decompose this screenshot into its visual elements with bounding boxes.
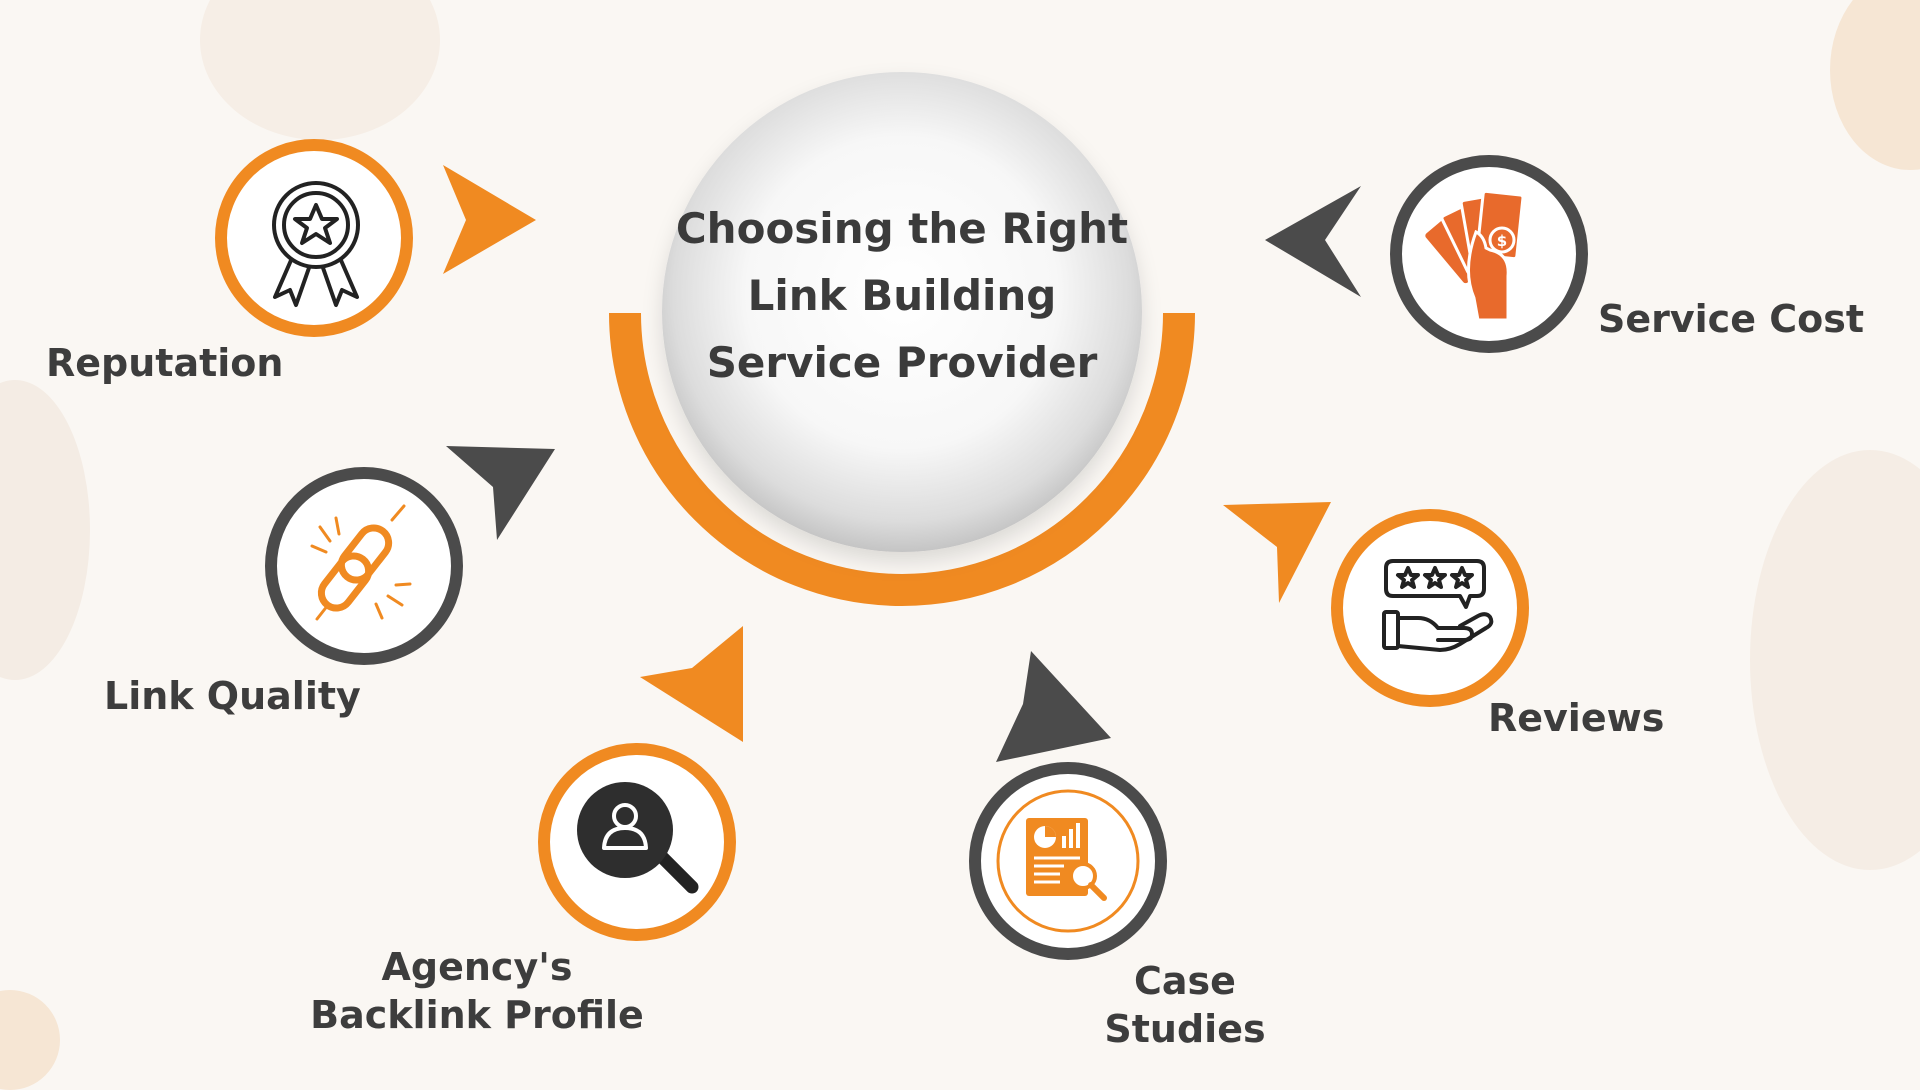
star-review-hand-icon bbox=[1382, 559, 1494, 652]
profile-search-icon bbox=[577, 782, 699, 894]
pointer-service-cost bbox=[1265, 186, 1361, 297]
label-reputation: Reputation bbox=[46, 341, 284, 385]
ribbon-badge-icon bbox=[272, 181, 360, 307]
money-hand-icon: $ bbox=[1425, 189, 1525, 322]
pointer-link-quality bbox=[446, 446, 555, 540]
broken-link-icon bbox=[310, 504, 412, 621]
label-agency-backlink: Agency's Backlink Profile bbox=[310, 945, 644, 1037]
label-link-quality: Link Quality bbox=[104, 674, 361, 718]
label-reviews: Reviews bbox=[1488, 696, 1665, 740]
center-sphere bbox=[662, 72, 1142, 552]
pointer-case-studies bbox=[996, 651, 1111, 762]
svg-text:$: $ bbox=[1497, 232, 1507, 250]
center-arc bbox=[609, 312, 1195, 606]
pointer-agency-backlink bbox=[640, 626, 743, 742]
pointer-reputation bbox=[443, 165, 536, 274]
circle-reputation bbox=[215, 139, 413, 337]
circle-reviews bbox=[1331, 509, 1529, 707]
circle-link-quality bbox=[265, 467, 463, 665]
label-service-cost: Service Cost bbox=[1598, 297, 1864, 341]
pointer-reviews bbox=[1223, 502, 1331, 603]
center-title: Choosing the Right Link Building Service… bbox=[675, 204, 1129, 387]
report-analysis-icon bbox=[996, 789, 1140, 933]
label-case-studies: Case Studies bbox=[1104, 959, 1266, 1051]
